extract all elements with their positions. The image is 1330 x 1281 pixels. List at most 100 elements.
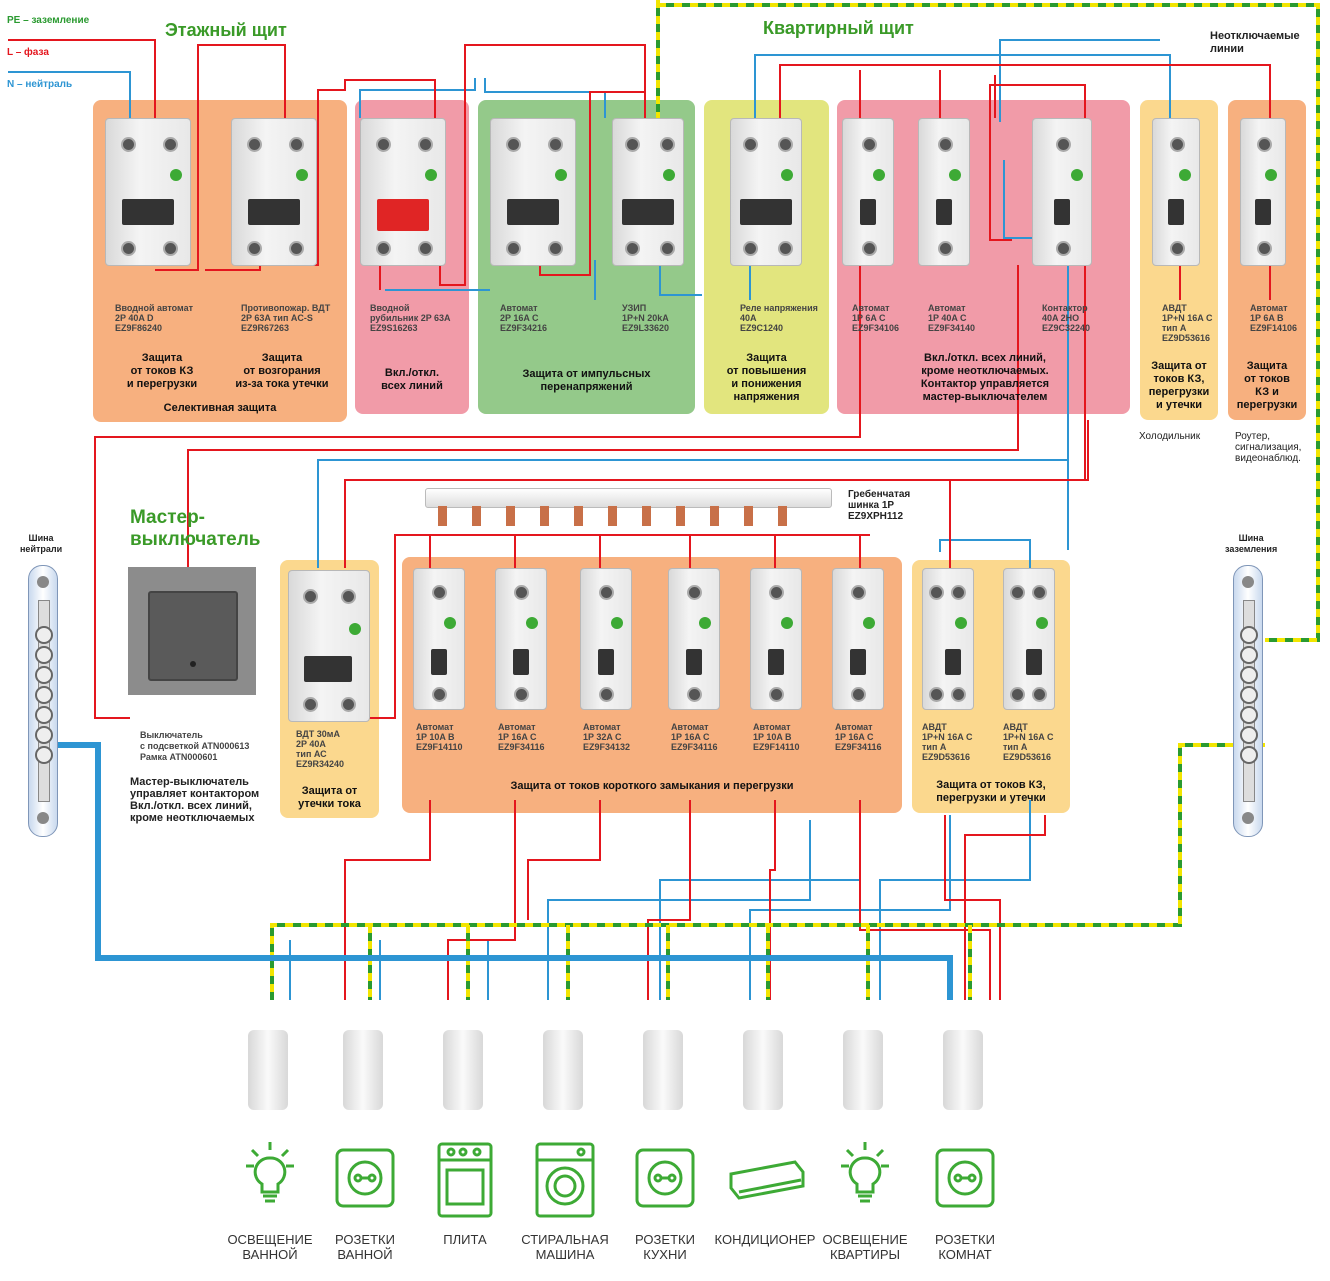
caption-auto6: Защита от токов КЗ и перегрузки [1236,360,1298,411]
cable [443,1030,483,1110]
device-top-3[interactable] [360,118,446,266]
comb-busbar [425,488,832,508]
breaker-label-6: Автомат 1P 16A C EZ9F34116 [835,722,882,752]
device-top-4[interactable] [490,118,576,266]
lever-icon[interactable] [248,199,300,225]
terminal-icon [432,585,447,600]
rcd-device[interactable] [288,570,370,722]
lever-icon[interactable] [122,199,174,225]
schneider-logo-icon [555,169,567,181]
device-top-6[interactable] [730,118,802,266]
fridge-label: Холодильник [1139,431,1201,442]
lever-icon[interactable] [936,199,952,225]
lever-icon[interactable] [850,649,866,675]
terminal-icon [121,241,136,256]
terminal-icon [851,687,866,702]
caption-selective: Селективная защита [163,402,277,414]
schneider-logo-icon [425,169,437,181]
terminal-icon [289,241,304,256]
terminal-icon [659,241,675,256]
breaker-2[interactable] [495,568,547,710]
device-top-label-9: Контактор 40A 2HO EZ9C32240 [1042,303,1091,333]
schneider-logo-icon [781,617,793,629]
consumer-label-5: РОЗЕТКИ КУХНИ [635,1232,695,1262]
rcd-label: ВДТ 30мА 2P 40A тип АС EZ9R34240 [296,729,345,769]
lever-icon[interactable] [768,649,784,675]
avdt-bottom-label-2: АВДТ 1P+N 16A C тип А EZ9D53616 [1003,722,1054,762]
lever-icon[interactable] [1054,199,1070,225]
device-top-11[interactable] [1240,118,1286,266]
device-top-9[interactable] [1032,118,1092,266]
lever-icon[interactable] [740,199,792,225]
breaker-4[interactable] [668,568,720,710]
lever-icon[interactable] [1026,649,1042,675]
terminal-icon [548,137,563,152]
caption-avdt-bottom: Защита от токов КЗ, перегрузки и утечки [936,779,1046,804]
cable [248,1030,288,1110]
lever-icon[interactable] [377,199,429,231]
terminal-icon [938,137,953,152]
lever-icon[interactable] [945,649,961,675]
device-top-1[interactable] [105,118,191,266]
breaker-1[interactable] [413,568,465,710]
lever-icon[interactable] [598,649,614,675]
comb-tooth [574,506,583,526]
lever-icon[interactable] [507,199,559,225]
device-top-5[interactable] [612,118,684,266]
schneider-logo-icon [170,169,182,181]
breaker-label-4: Автомат 1P 16A C EZ9F34116 [671,722,718,752]
cable [943,1030,983,1110]
switch-key[interactable] [148,591,238,681]
device-top-label-4: Автомат 2P 16A C EZ9F34216 [500,303,548,333]
switch-note: Мастер-выключатель управляет контактором… [130,776,260,824]
master-switch[interactable] [128,567,256,695]
terminal-icon [506,137,521,152]
device-top-7[interactable] [842,118,894,266]
schneider-logo-icon [699,617,711,629]
lever-icon[interactable] [513,649,529,675]
device-top-8[interactable] [918,118,970,266]
indicator-icon [190,661,196,667]
breaker-label-5: Автомат 1P 10A B EZ9F14110 [753,722,800,752]
lever-icon[interactable] [1255,199,1271,225]
lever-icon[interactable] [860,199,876,225]
lever-icon[interactable] [622,199,674,225]
device-top-label-2: Противопожар. ВДТ 2P 63A тип AC-S EZ9R67… [241,303,331,333]
terminal-icon [624,241,640,256]
comb-tooth [778,506,787,526]
lever-icon[interactable] [431,649,447,675]
terminal-icon [769,687,784,702]
device-top-label-6: Реле напряжения 40A EZ9C1240 [740,303,818,333]
breaker-3[interactable] [580,568,632,710]
consumer-label-4: СТИРАЛЬНАЯ МАШИНА [521,1232,609,1262]
neutral-trunk [55,742,953,1000]
schneider-logo-icon [1036,617,1048,629]
socket-icon [635,1148,695,1208]
apartment-panel-title: Квартирный щит [763,18,914,38]
lever-icon[interactable] [1168,199,1184,225]
breaker-6[interactable] [832,568,884,710]
cable [643,1030,683,1110]
terminal-icon [303,697,318,712]
terminal-icon [289,137,304,152]
terminal-icon [929,687,944,702]
consumer-3 [425,1140,505,1220]
lever-icon[interactable] [686,649,702,675]
terminal-icon [247,137,262,152]
terminal-icon [247,241,262,256]
avdt-bottom-2[interactable] [1003,568,1055,710]
avdt-bottom-label-1: АВДТ 1P+N 16A C тип А EZ9D53616 [922,722,973,762]
lever-icon[interactable] [304,656,352,682]
device-top-10[interactable] [1152,118,1200,266]
caption-rcd: Защита от утечки тока [298,785,361,810]
device-top-2[interactable] [231,118,317,266]
terminal-icon [163,137,178,152]
terminal-icon [742,241,758,256]
terminal-icon [432,687,447,702]
breaker-5[interactable] [750,568,802,710]
breaker-label-2: Автомат 1P 16A C EZ9F34116 [498,722,545,752]
avdt-bottom-1[interactable] [922,568,974,710]
terminal-icon [929,585,944,600]
schneider-logo-icon [873,169,885,181]
